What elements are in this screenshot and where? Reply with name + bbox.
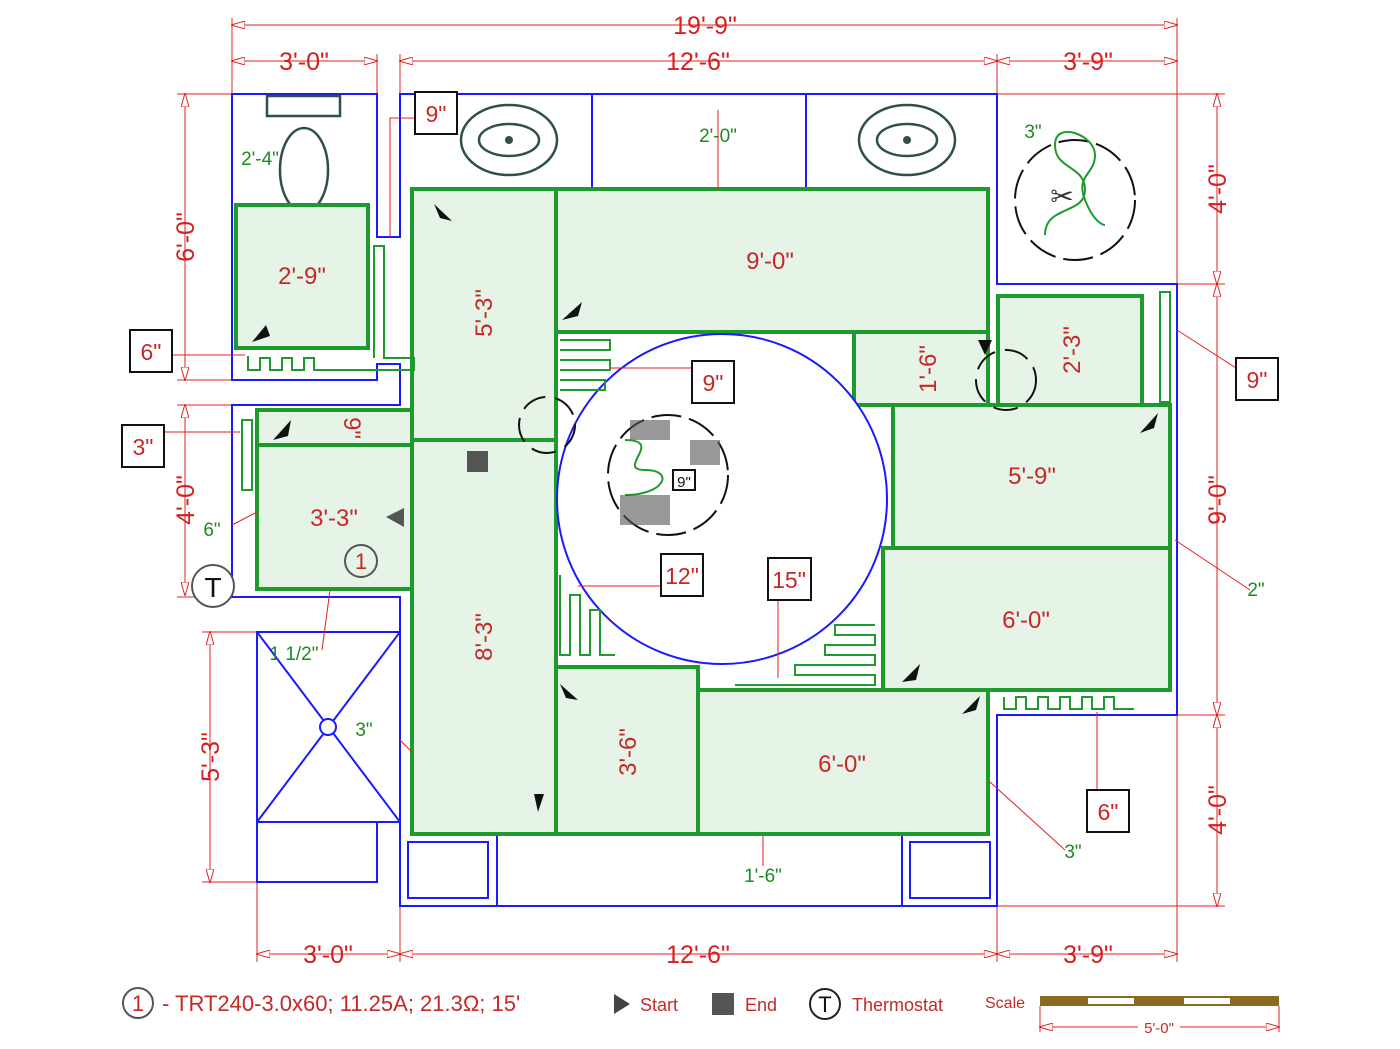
scale-bar: 5'-0"	[1040, 996, 1279, 1037]
area-label: 3'-6"	[615, 728, 642, 776]
area-label: 6'-0"	[1002, 607, 1050, 634]
dim-right-3: 4'-0"	[1204, 785, 1232, 835]
small-dim: 6"	[203, 520, 220, 541]
area-label: 2'-3"	[1059, 326, 1086, 374]
dim-left-3: 5'-3"	[197, 732, 225, 782]
dim-top-center: 12'-6"	[666, 48, 730, 76]
callout-label: 9"	[1247, 367, 1268, 393]
shower	[256, 631, 401, 823]
legend-circuit-num: 1	[132, 991, 144, 1016]
small-dim: 2"	[1247, 580, 1264, 601]
sink-right	[857, 103, 957, 177]
dim-bottom-center: 12'-6"	[666, 941, 730, 969]
legend-end: End	[745, 995, 777, 1015]
legend-thermostat: Thermostat	[852, 995, 943, 1015]
thermostat-icon	[191, 564, 235, 608]
area-label: 9'-0"	[746, 248, 794, 275]
callouts: 9" 6" 3" 9" 9" 12" 15" 6" 9"	[121, 91, 1279, 833]
direction-arrows	[252, 204, 1158, 812]
end-icon	[712, 993, 734, 1015]
cable-detail-inset: ✂	[518, 130, 1136, 536]
thermostat-label: T	[204, 572, 221, 603]
dim-bottom-right: 3'-9"	[1063, 941, 1113, 969]
walls	[231, 93, 1178, 907]
dim-bottom-left: 3'-0"	[303, 941, 353, 969]
area-label: 1'-6"	[915, 345, 942, 393]
small-dim: 1'-6"	[744, 866, 782, 887]
dim-right-1: 4'-0"	[1204, 164, 1232, 214]
end-marker-icon	[467, 451, 488, 472]
area-label: 2'-9"	[278, 263, 326, 290]
legend: 1 - TRT240-3.0x60; 11.25A; 21.3Ω; 15' St…	[122, 987, 1279, 1037]
area-labels: 2'-9" 5'-3" 9'-0" 8'-3" 3'-3" 9" 3'-6" 6…	[278, 248, 1086, 778]
circuit-marker-circle	[344, 544, 378, 578]
callout-label: 15"	[772, 567, 806, 593]
legend-scale: Scale	[985, 995, 1025, 1012]
callout-label: 12"	[665, 563, 699, 589]
area-label: 3'-3"	[310, 505, 358, 532]
legend-start: Start	[640, 995, 678, 1015]
small-dimensions: 2'-4" 2'-0" 3" 6" 1 1/2" 3" 2" 3" 1'-6"	[203, 110, 1265, 887]
scale-length: 5'-0"	[1144, 1020, 1174, 1037]
start-icon	[614, 994, 630, 1014]
small-dim: 1 1/2"	[269, 644, 318, 665]
callout-label: 9"	[677, 474, 691, 491]
thermostat-legend-icon	[809, 988, 841, 1020]
dim-left-1: 6'-0"	[172, 212, 200, 262]
dim-left-2: 4'-0"	[172, 475, 200, 525]
legend-circuit: - TRT240-3.0x60; 11.25A; 21.3Ω; 15'	[162, 991, 520, 1016]
small-dim: 2'-4"	[241, 149, 279, 170]
callout-label: 9"	[426, 101, 447, 127]
small-dim: 3"	[355, 720, 372, 741]
area-label: 5'-9"	[1008, 463, 1056, 490]
dim-top-right: 3'-9"	[1063, 48, 1113, 76]
small-dim: 3"	[1024, 122, 1041, 143]
area-label: 8'-3"	[471, 613, 498, 661]
dim-right-2: 9'-0"	[1204, 475, 1232, 525]
heated-areas	[234, 187, 1172, 836]
small-dim: 3"	[1064, 842, 1081, 863]
callout-label: 6"	[1098, 799, 1119, 825]
dimension-labels: 19'-9" 3'-0" 12'-6" 3'-9" 3'-0" 12'-6" 3…	[172, 12, 1232, 969]
area-label: 5'-3"	[471, 289, 498, 337]
cable-runs	[241, 245, 1171, 710]
scissors-icon: ✂	[1050, 181, 1073, 212]
callout-label: 3"	[133, 434, 154, 460]
area-label: 9"	[338, 417, 365, 439]
area-label: 6'-0"	[818, 751, 866, 778]
dim-top-left: 3'-0"	[279, 48, 329, 76]
legend-thermostat-symbol: T	[818, 992, 831, 1017]
callout-label: 6"	[141, 339, 162, 365]
circuit-markers: 1 T	[191, 204, 1158, 812]
start-marker-icon	[386, 508, 404, 527]
callout-label: 9"	[703, 370, 724, 396]
dim-overall-top: 19'-9"	[673, 12, 737, 40]
circuit-marker-label: 1	[355, 549, 367, 574]
sink-left	[459, 103, 559, 177]
